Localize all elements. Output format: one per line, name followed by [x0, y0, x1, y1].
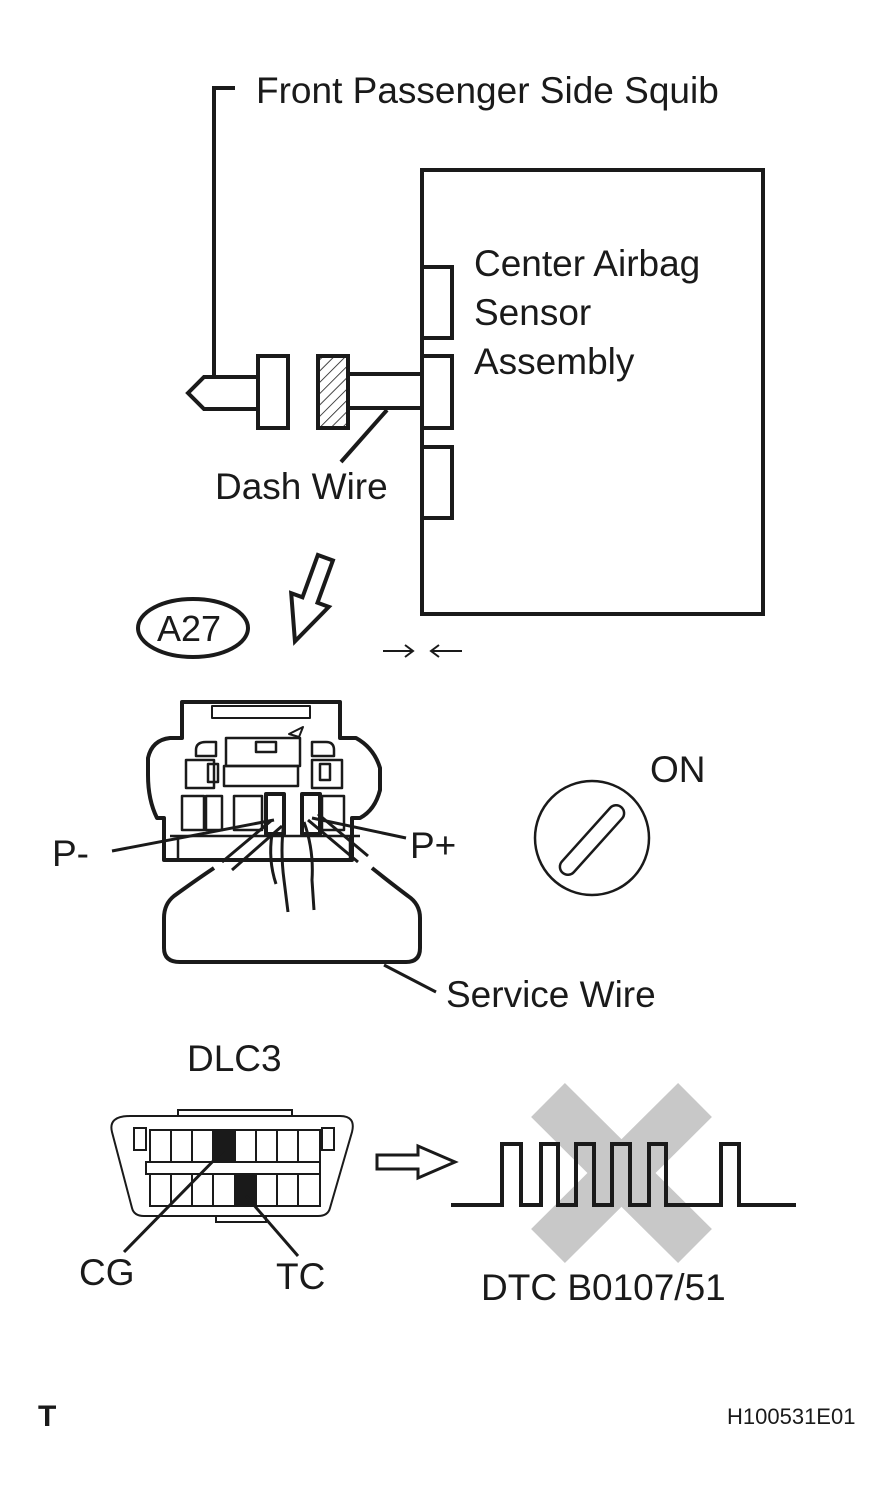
connector-id-oval	[136, 597, 250, 659]
hollow-arrow-down-left-icon	[288, 552, 336, 646]
tc-label: TC	[276, 1256, 326, 1297]
figure-code: H100531E01	[727, 1404, 856, 1429]
dash-wire-connector	[316, 354, 350, 430]
dtc-label: DTC B0107/51	[481, 1267, 726, 1308]
squib-connector	[185, 354, 290, 430]
tc-leader	[244, 1195, 300, 1257]
ecu-label-line3: Assembly	[474, 341, 635, 382]
p-minus-leader	[111, 818, 275, 853]
service-wire-label: Service Wire	[446, 974, 656, 1015]
service-wire-loop	[162, 866, 422, 964]
cg-leader	[122, 1148, 226, 1254]
dlc3-connector	[110, 1109, 354, 1223]
p-plus-label: P+	[410, 825, 457, 866]
ecu-label-line1: Center Airbag	[474, 243, 701, 284]
arrows-toward-each-other-icon	[383, 644, 462, 658]
dlc-label: DLC3	[187, 1038, 282, 1079]
ignition-key-icon	[533, 779, 651, 897]
dash-wire-label: Dash Wire	[215, 466, 388, 507]
p-minus-label: P-	[52, 833, 89, 874]
dash-wire-leader	[339, 408, 389, 464]
dash-wire	[348, 372, 423, 410]
cg-label: CG	[79, 1252, 135, 1293]
squib-label: Front Passenger Side Squib	[256, 70, 719, 111]
corner-mark: T	[38, 1400, 57, 1433]
connector-id-label: A27	[157, 608, 222, 649]
center-airbag-sensor-box	[420, 168, 765, 616]
service-wire-leader	[383, 963, 437, 994]
ignition-state-label: ON	[650, 749, 706, 790]
dlc3-tc-terminal	[236, 1174, 256, 1206]
ecu-connector-sockets	[420, 265, 454, 520]
p-plus-leader	[311, 816, 407, 840]
cross-x-icon	[531, 1082, 712, 1264]
dtc-waveform	[451, 1142, 796, 1207]
ecu-label-line2: Sensor	[474, 292, 592, 333]
squib-lead-line	[212, 86, 235, 376]
hollow-arrow-right-icon	[375, 1143, 459, 1181]
